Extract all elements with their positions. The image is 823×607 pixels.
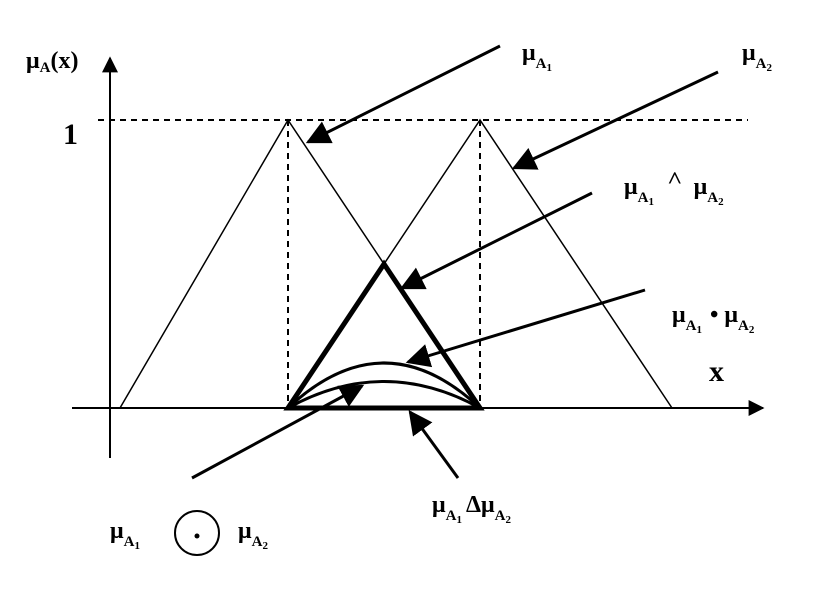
product-curve [286,361,482,410]
label-mu-a1: μA1 [522,40,552,74]
circled-dot-operator-center [194,533,200,539]
label-min-operation: μA1˄μA2 [624,166,724,208]
arrow-to-bounded-product [191,384,365,480]
x-axis-label: x [709,355,724,388]
membership-a1-triangle [119,118,481,409]
label-product-operation: μA1•μA2 [672,302,755,336]
label-mu-a2: μA2 [742,40,772,74]
arrow-to-min [399,191,593,290]
y-tick-one: 1 [63,118,78,151]
label-delta-operation: μA1ΔμA2 [432,492,511,526]
arrow-to-mu-a2 [511,70,719,170]
label-bounded-right-mu: μA2 [238,518,268,552]
arrow-to-drastic-product [408,410,460,479]
arrow-to-product [405,288,646,368]
label-bounded-left-mu: μA1 [110,518,140,552]
y-axis-label: μA(x) [26,48,78,76]
circled-dot-operator-icon [174,510,220,556]
arrow-to-mu-a1 [305,44,501,144]
bounded-product-curve [287,380,481,410]
